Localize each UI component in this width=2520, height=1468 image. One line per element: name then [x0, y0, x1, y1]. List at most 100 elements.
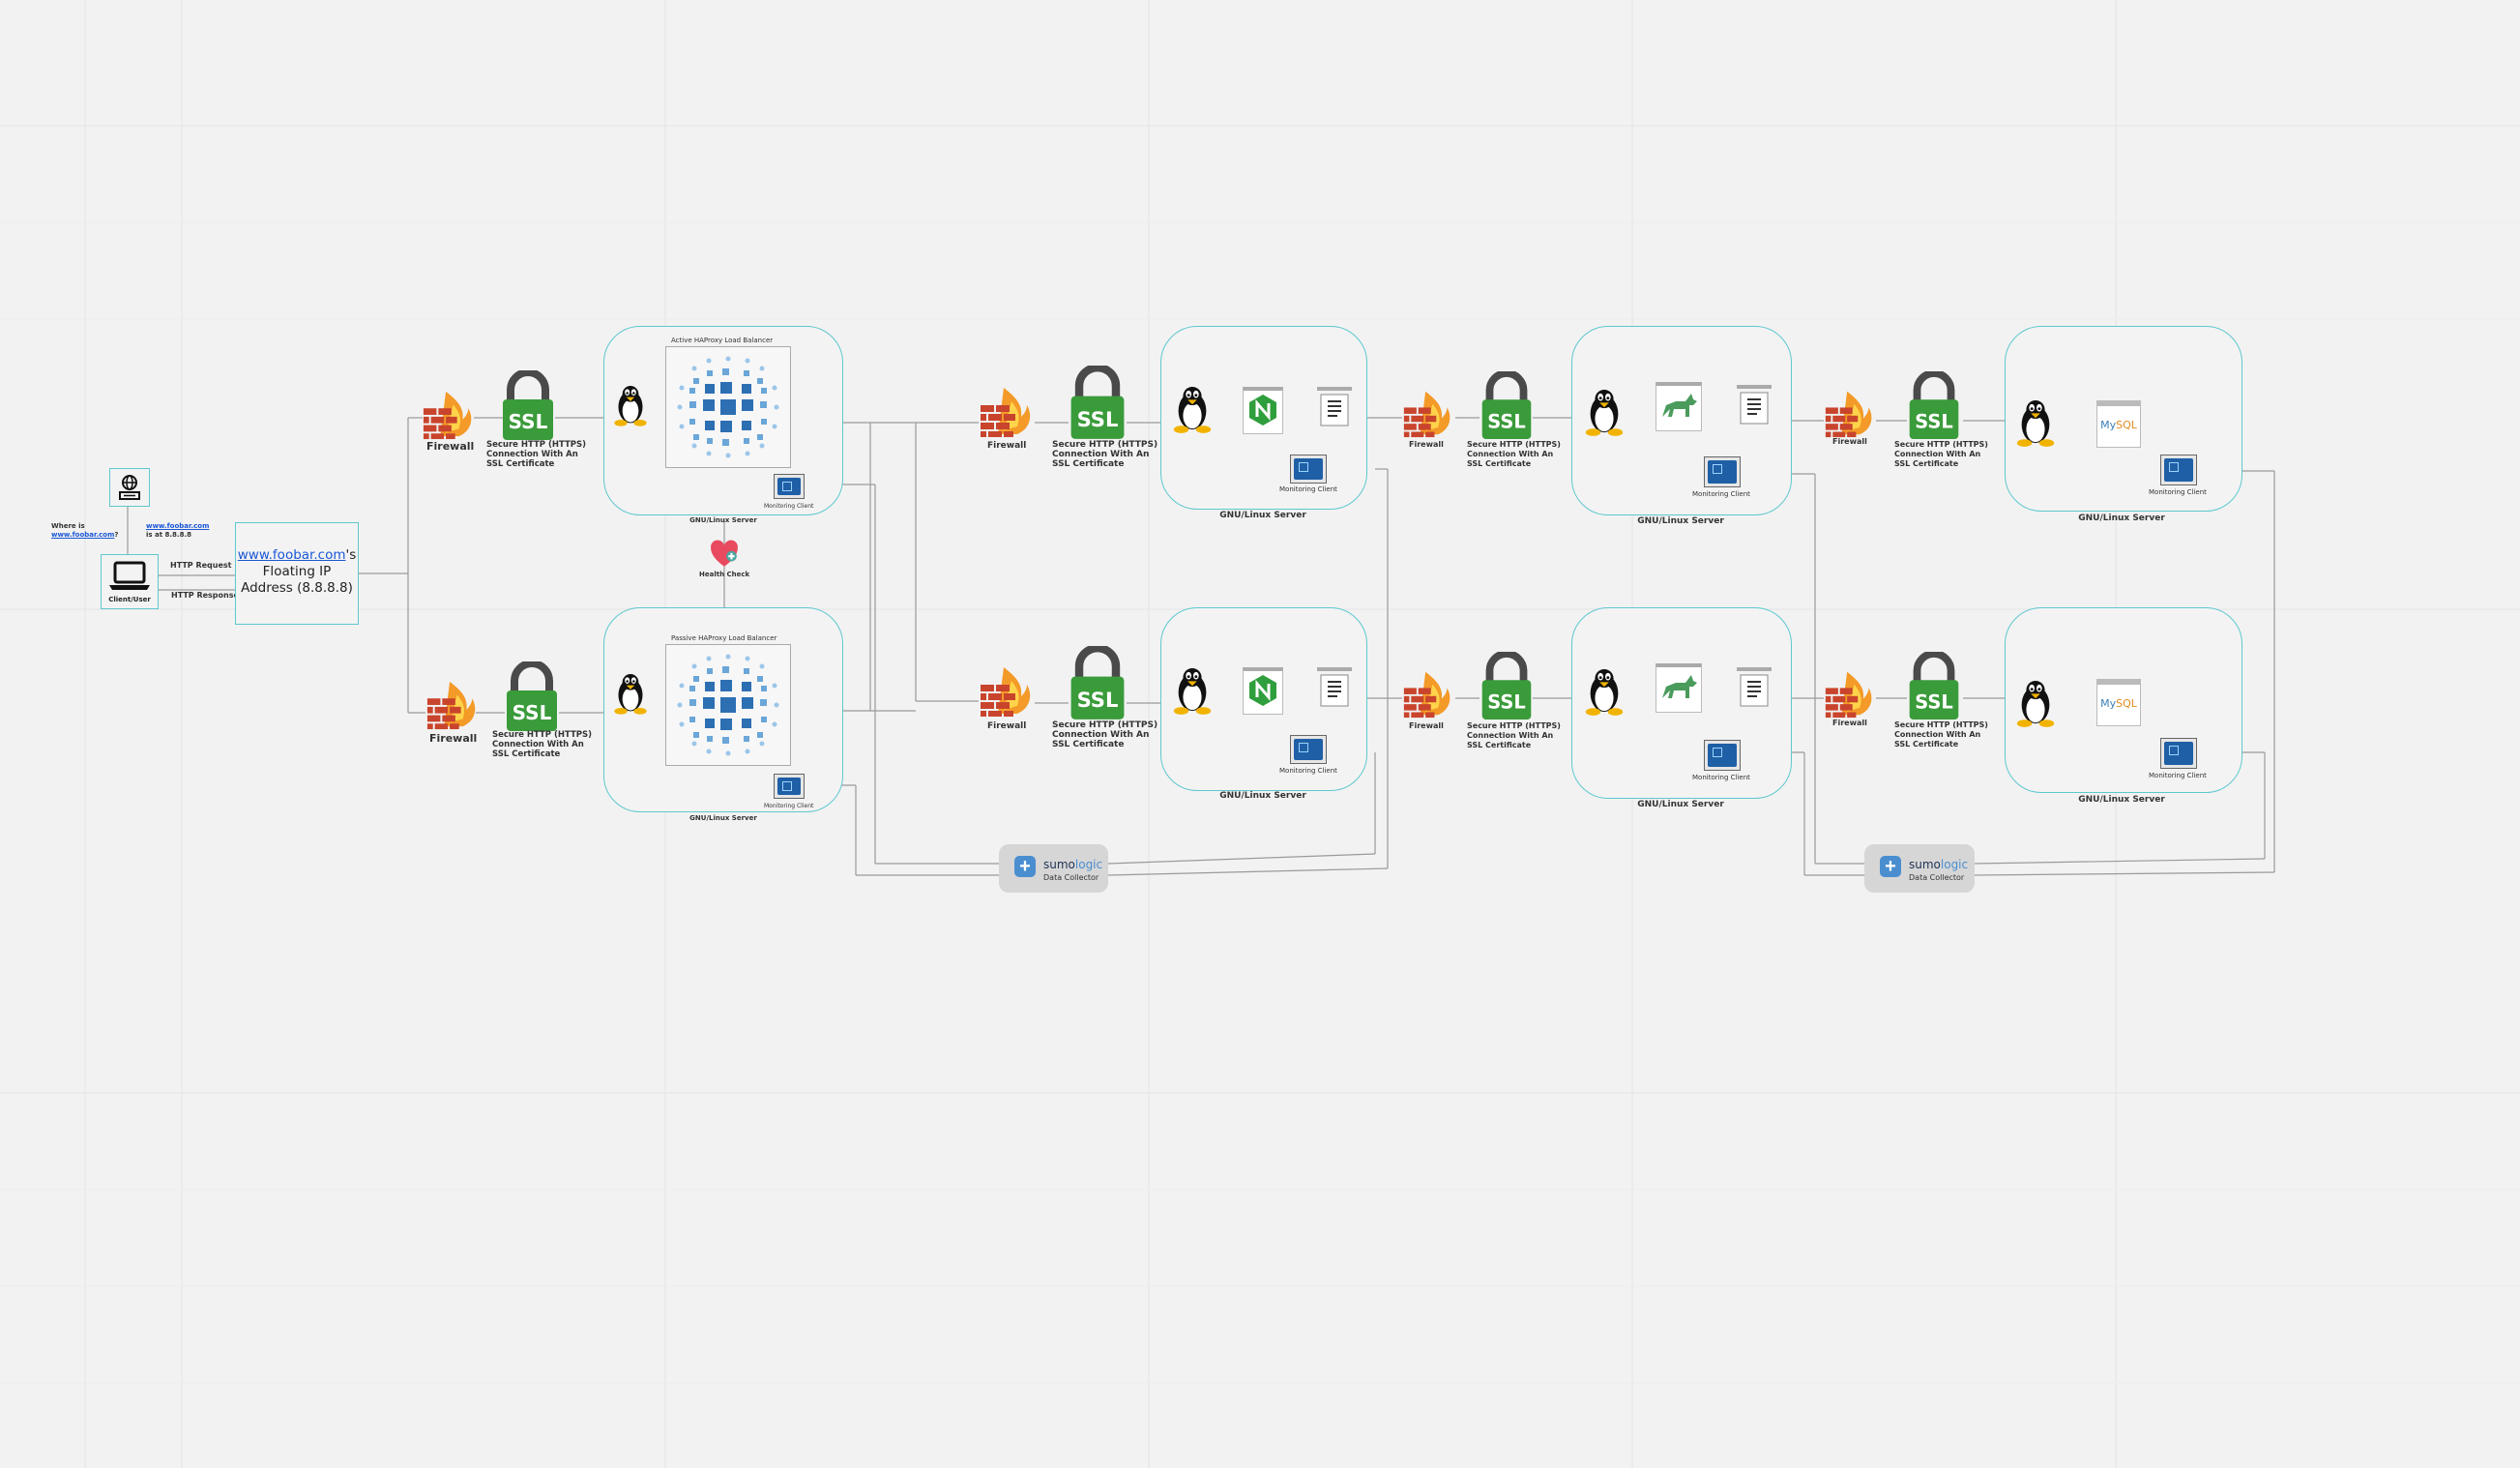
nginx-icon — [1247, 393, 1278, 427]
health-check-label: Health Check — [699, 571, 750, 578]
server-caption: GNU/Linux Server — [1219, 511, 1306, 520]
firewall-label: Firewall — [1409, 721, 1444, 730]
ssl-app-bottom[interactable] — [1480, 652, 1534, 721]
tux-icon — [611, 670, 650, 717]
client-node[interactable]: Client/User — [101, 554, 159, 609]
firewall-label: Firewall — [987, 721, 1027, 731]
monitoring-client-label: Monitoring Client — [1692, 774, 1750, 781]
monitoring-client-label: Monitoring Client — [1279, 767, 1337, 775]
server-caption: GNU/Linux Server — [2078, 514, 2165, 523]
firewall-label: Firewall — [429, 732, 478, 745]
firewall-db-bottom[interactable] — [1824, 667, 1874, 719]
nginx-icon — [1247, 673, 1278, 708]
file-icon[interactable] — [1317, 387, 1352, 433]
dns-question-suffix: ? — [114, 531, 119, 539]
globe-node[interactable] — [109, 468, 150, 507]
monitor-icon[interactable] — [1290, 455, 1327, 484]
ssl-web-bottom[interactable] — [1069, 646, 1127, 721]
sumologic-icon: + — [1014, 856, 1036, 877]
haproxy-frame — [665, 644, 791, 766]
sumologic-brand: sumologic — [1909, 858, 1969, 871]
haproxy-icon — [677, 654, 779, 756]
server-caption: GNU/Linux Server — [1219, 791, 1306, 801]
firewall-label: Firewall — [1409, 440, 1444, 449]
tux-icon — [2013, 675, 2058, 731]
firewall-entry-top[interactable] — [422, 387, 474, 441]
gunicorn-box[interactable] — [1656, 663, 1702, 713]
monitor-icon[interactable] — [774, 774, 805, 799]
monitoring-client-label: Monitoring Client — [1692, 490, 1750, 498]
gunicorn-icon — [1662, 394, 1697, 417]
ssl-entry-top[interactable] — [501, 370, 555, 442]
monitor-icon[interactable] — [2160, 738, 2197, 769]
ssl-lock-icon — [1907, 371, 1961, 441]
firewall-entry-bottom[interactable] — [425, 677, 478, 731]
firewall-web-bottom[interactable] — [979, 662, 1033, 719]
firewall-label: Firewall — [1832, 719, 1867, 727]
file-icon[interactable] — [1737, 667, 1772, 714]
firewall-web-top[interactable] — [979, 383, 1033, 439]
firewall-app-top[interactable] — [1402, 387, 1452, 439]
globe-icon — [119, 475, 140, 500]
sumologic-collector-right[interactable]: + sumologic Data Collector — [1864, 844, 1975, 893]
file-icon[interactable] — [1317, 667, 1352, 714]
tux-icon — [1582, 384, 1626, 440]
passive-lb-title: Passive HAProxy Load Balancer — [671, 634, 777, 642]
ssl-db-bottom[interactable] — [1907, 652, 1961, 721]
monitor-icon[interactable] — [1704, 456, 1741, 487]
server-caption: GNU/Linux Server — [1637, 516, 1724, 526]
nginx-box[interactable] — [1243, 387, 1283, 434]
tux-icon — [1582, 663, 1626, 719]
dns-answer-link[interactable]: www.foobar.com — [146, 522, 210, 530]
monitor-icon[interactable] — [1290, 735, 1327, 764]
monitor-icon[interactable] — [2160, 455, 2197, 485]
floating-ip-link[interactable]: www.foobar.com — [237, 547, 346, 563]
ssl-entry-bottom[interactable] — [505, 661, 559, 733]
file-icon[interactable] — [1737, 385, 1772, 431]
dns-question: Where is www.foobar.com? — [51, 522, 118, 540]
sumologic-icon: + — [1880, 856, 1901, 877]
monitoring-client-label: Monitoring Client — [2149, 772, 2207, 779]
sumologic-collector-left[interactable]: + sumologic Data Collector — [999, 844, 1108, 893]
monitoring-client-label: Monitoring Client — [764, 503, 814, 510]
floating-ip-node[interactable]: www.foobar.com's Floating IP Address (8.… — [235, 522, 359, 625]
ssl-lock-icon — [501, 370, 555, 442]
firewall-icon — [1824, 387, 1874, 439]
monitoring-client-label: Monitoring Client — [764, 803, 814, 809]
dns-answer-text: is at 8.8.8.8 — [146, 531, 191, 539]
firewall-icon — [979, 662, 1033, 719]
firewall-label: Firewall — [426, 440, 475, 453]
ssl-db-top[interactable] — [1907, 371, 1961, 441]
monitor-icon[interactable] — [1704, 740, 1741, 771]
monitoring-client-label: Monitoring Client — [1279, 485, 1337, 493]
ssl-app-top[interactable] — [1480, 371, 1534, 441]
firewall-label: Firewall — [1832, 437, 1867, 446]
dns-question-link[interactable]: www.foobar.com — [51, 531, 115, 539]
sumologic-subtitle: Data Collector — [1043, 873, 1099, 882]
firewall-icon — [1402, 667, 1452, 719]
mysql-icon[interactable]: MySQL — [2096, 400, 2141, 448]
gunicorn-box[interactable] — [1656, 382, 1702, 431]
ssl-lock-icon — [1480, 371, 1534, 441]
firewall-db-top[interactable] — [1824, 387, 1874, 439]
server-caption: GNU/Linux Server — [1637, 800, 1724, 809]
monitor-icon[interactable] — [774, 474, 805, 499]
firewall-icon — [422, 387, 474, 441]
mysql-icon[interactable]: MySQL — [2096, 679, 2141, 726]
ssl-web-top[interactable] — [1069, 366, 1127, 441]
haproxy-icon — [677, 356, 779, 458]
laptop-icon — [109, 561, 150, 590]
nginx-box[interactable] — [1243, 667, 1283, 715]
firewall-icon — [979, 383, 1033, 439]
server-caption: GNU/Linux Server — [689, 516, 757, 524]
firewall-app-bottom[interactable] — [1402, 667, 1452, 719]
floating-ip-line2: Floating IP — [262, 564, 332, 579]
heart-icon[interactable] — [709, 540, 740, 569]
ssl-lock-icon — [505, 661, 559, 733]
sumologic-subtitle: Data Collector — [1909, 873, 1965, 882]
